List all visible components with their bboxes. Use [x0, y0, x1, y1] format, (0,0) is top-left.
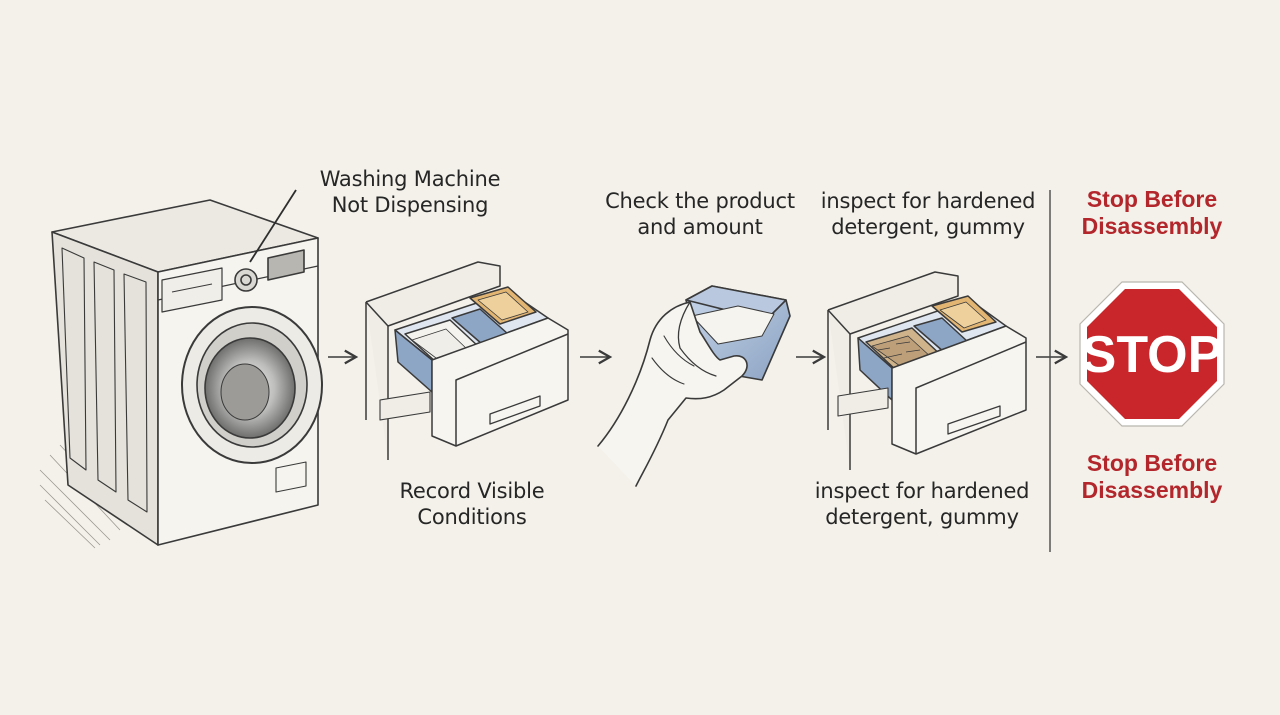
stop-label-line: Disassembly	[1081, 213, 1223, 239]
step-label-line: detergent, gummy	[825, 505, 1019, 529]
stop-label-line: Disassembly	[1081, 477, 1223, 503]
stop-sign-text: STOP	[1082, 326, 1223, 384]
stop-sign-icon: STOP	[1079, 281, 1225, 427]
step-label-line: inspect for hardened	[814, 479, 1030, 503]
step-label-line: Record Visible	[399, 479, 545, 503]
step-label-inspect-top: inspect for hardened detergent, gummy	[808, 188, 1048, 240]
washing-machine-icon	[39, 199, 323, 549]
step-label-line: and amount	[637, 215, 763, 239]
stop-label-bottom: Stop Before Disassembly	[1062, 450, 1242, 504]
stop-label-line: Stop Before	[1086, 186, 1218, 212]
step-label-record: Record Visible Conditions	[362, 478, 582, 530]
step-label-line: Washing Machine	[319, 167, 501, 191]
residue-drawer-icon	[827, 271, 1027, 470]
step-label-inspect-bottom: inspect for hardened detergent, gummy	[802, 478, 1042, 530]
callout-leader-line	[249, 189, 297, 263]
step-label-machine: Washing Machine Not Dispensing	[300, 166, 520, 218]
step-label-line: Conditions	[417, 505, 527, 529]
detergent-drawer-icon	[365, 261, 569, 460]
step-label-line: detergent, gummy	[831, 215, 1025, 239]
step-label-product: Check the product and amount	[590, 188, 810, 240]
stop-label-line: Stop Before	[1086, 450, 1218, 476]
stop-label-top: Stop Before Disassembly	[1062, 186, 1242, 240]
step-label-line: Not Dispensing	[331, 193, 489, 217]
step-label-line: Check the product	[605, 189, 795, 213]
step-label-line: inspect for hardened	[820, 189, 1036, 213]
detergent-cup-in-hand-icon	[597, 285, 791, 487]
